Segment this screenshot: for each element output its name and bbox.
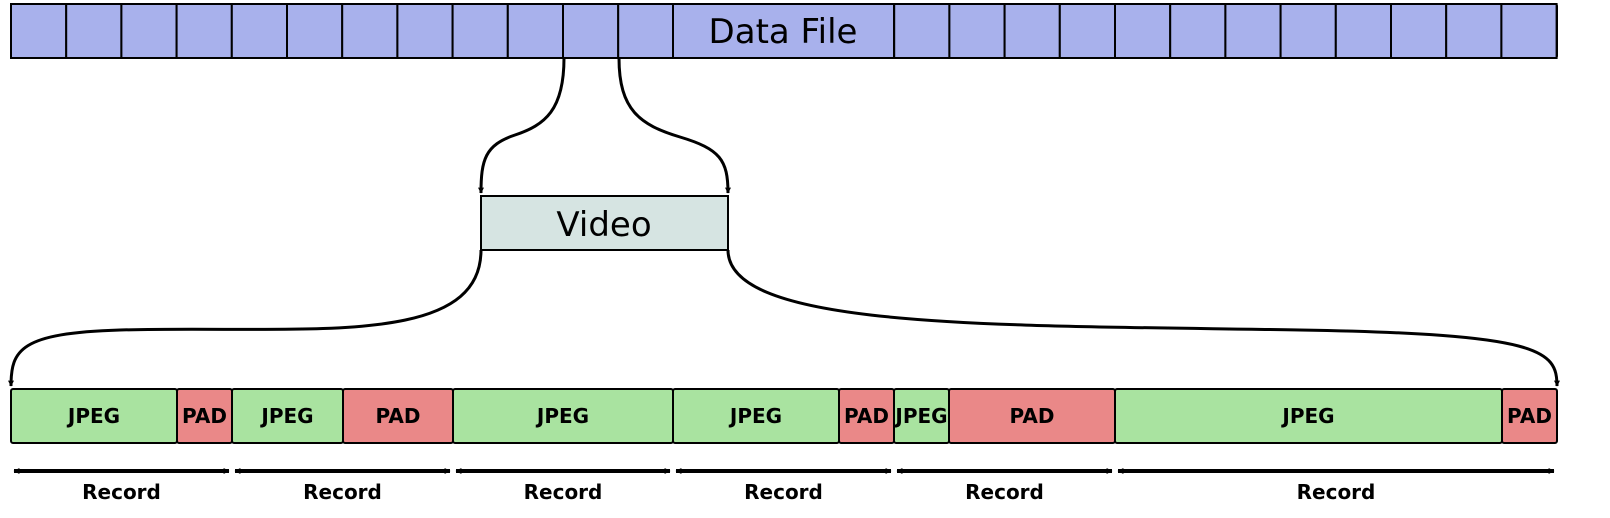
data-file-cell: [948, 3, 1006, 59]
segment-pad: PAD: [1501, 388, 1558, 444]
data-file-cell: [65, 3, 123, 59]
record-span: Record: [234, 468, 451, 504]
segment-jpeg-label: JPEG: [66, 404, 120, 428]
video-label: Video: [556, 205, 651, 245]
segment-jpeg: JPEG: [10, 388, 178, 444]
data-file-cell: [1390, 3, 1448, 59]
data-file-cell: [1114, 3, 1172, 59]
data-file-cell: [1058, 3, 1117, 59]
segment-pad-rect: [1501, 388, 1558, 444]
segment-jpeg: JPEG: [452, 388, 674, 444]
data-file-cell: [341, 3, 399, 59]
data-file-cell: [1500, 3, 1558, 59]
segment-jpeg-label: JPEG: [728, 404, 782, 428]
record-span: Record: [13, 468, 230, 504]
record-label: Record: [524, 480, 603, 504]
data-file-cell: [1279, 3, 1337, 59]
segment-jpeg: JPEG: [893, 388, 950, 444]
record-span: Record: [1117, 468, 1555, 504]
data-file-cell: [506, 3, 564, 59]
segment-jpeg-label: JPEG: [893, 404, 947, 428]
arrow-datafile-to-video-left: [478, 57, 566, 194]
arrow-datafile-to-video-right: [617, 57, 731, 194]
data-file-cell: [1445, 3, 1503, 59]
record-label: Record: [744, 480, 823, 504]
record-label: Record: [1297, 480, 1376, 504]
segment-jpeg-label: JPEG: [1280, 404, 1334, 428]
data-file-cell: [286, 3, 344, 59]
segment-jpeg-label: JPEG: [535, 404, 589, 428]
data-file-cell: [562, 3, 620, 59]
segment-jpeg: JPEG: [1114, 388, 1503, 444]
data-file-cell: [120, 3, 178, 59]
data-file-cell: [1224, 3, 1282, 59]
data-file-cell: [10, 3, 68, 59]
record-span: Record: [675, 468, 892, 504]
video-box: Video: [480, 195, 729, 251]
arrow-video-to-segments-right: [726, 249, 1560, 387]
arrow-video-to-segments-left: [8, 249, 483, 387]
data-file-label: Data File: [709, 12, 858, 52]
segment-pad: PAD: [176, 388, 233, 444]
record-label: Record: [965, 480, 1044, 504]
segment-jpeg: JPEG: [672, 388, 840, 444]
data-file-bar: Data File: [10, 3, 1558, 59]
records-row: Record Record Record Record Record Record: [13, 468, 1555, 504]
segment-pad-label: PAD: [844, 404, 889, 428]
segment-jpeg: JPEG: [231, 388, 344, 444]
data-file-cell: [1169, 3, 1227, 59]
segment-pad-label: PAD: [182, 404, 227, 428]
data-file-cell: [230, 3, 289, 59]
data-file-cell: [1334, 3, 1393, 59]
record-label: Record: [82, 480, 161, 504]
record-span: Record: [455, 468, 671, 504]
segment-pad-label: PAD: [1010, 404, 1055, 428]
data-file-cell: [396, 3, 454, 59]
segment-pad-label: PAD: [376, 404, 421, 428]
segment-pad: PAD: [342, 388, 454, 444]
data-file-cell: [175, 3, 233, 59]
segment-pad: PAD: [838, 388, 895, 444]
video-rect: [480, 195, 729, 251]
data-file-label-box: [672, 3, 895, 59]
record-label: Record: [303, 480, 382, 504]
data-file-cell: [617, 3, 675, 59]
segment-pad-label: PAD: [1507, 404, 1552, 428]
data-file-cell: [1003, 3, 1061, 59]
record-span: Record: [896, 468, 1113, 504]
data-file-cell: [451, 3, 509, 59]
segment-jpeg-label: JPEG: [259, 404, 313, 428]
segment-pad: PAD: [948, 388, 1116, 444]
data-file-cell: [893, 3, 951, 59]
